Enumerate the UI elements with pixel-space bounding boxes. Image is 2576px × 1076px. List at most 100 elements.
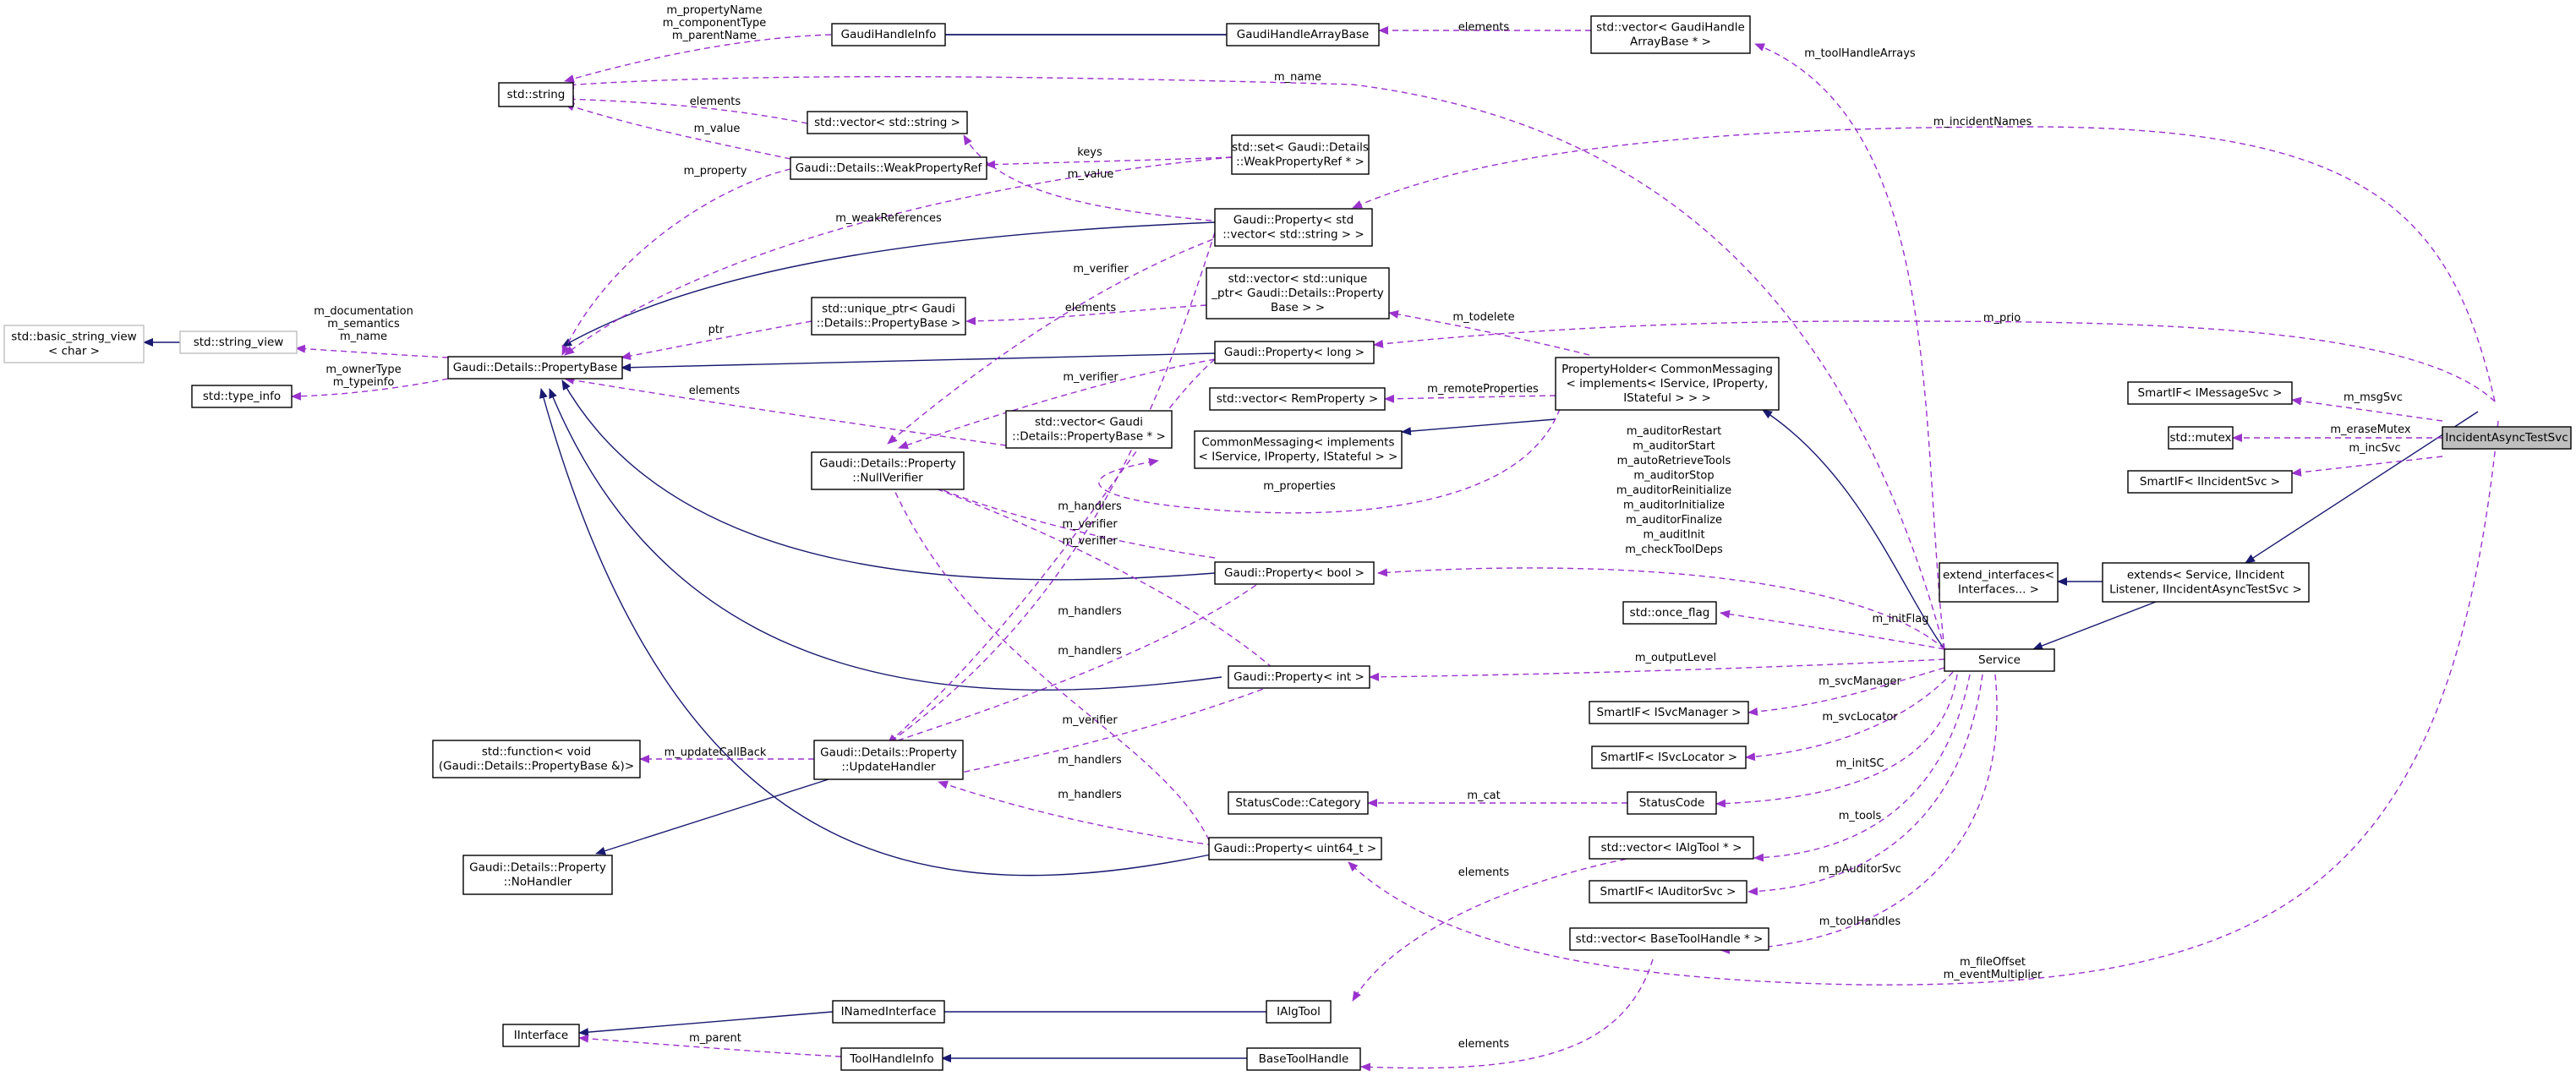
node-inamed-interface[interactable]: INamedInterface <box>832 1000 945 1024</box>
node-label-line: (Gaudi::Details::PropertyBase &)> <box>439 760 634 773</box>
node-weak-property-ref[interactable]: Gaudi::Details::WeakPropertyRef <box>790 156 987 180</box>
edge-path <box>1384 394 1556 403</box>
node-property-uint64[interactable]: Gaudi::Property< uint64_t > <box>1208 837 1382 860</box>
node-property-vector-string[interactable]: Gaudi::Property< std::vector< std::strin… <box>1214 208 1373 247</box>
node-no-handler[interactable]: Gaudi::Details::Property::NoHandler <box>462 855 613 895</box>
node-update-handler[interactable]: Gaudi::Details::Property::UpdateHandler <box>813 740 964 780</box>
edge-label-line: m_handlers <box>1058 500 1122 513</box>
node-vector-base-tool-handle[interactable]: std::vector< BaseToolHandle * > <box>1569 927 1769 951</box>
node-property-bool[interactable]: Gaudi::Property< bool > <box>1214 561 1375 585</box>
node-property-holder[interactable]: PropertyHolder< CommonMessaging< impleme… <box>1555 357 1780 411</box>
node-unique-ptr-base[interactable]: std::unique_ptr< Gaudi::Details::Propert… <box>811 297 966 336</box>
node-smartif-iincidentsvc[interactable]: SmartIF< IIncidentSvc > <box>2127 470 2293 494</box>
edge-label-line: m_updateCallBack <box>665 746 767 759</box>
label-svc-manager: m_svcManager <box>1819 675 1901 688</box>
node-status-code-category[interactable]: StatusCode::Category <box>1228 791 1369 815</box>
member-edge-vec-value <box>963 134 1233 223</box>
node-label-line: Gaudi::Details::Property <box>469 861 606 875</box>
label-output-level: m_outputLevel <box>1635 652 1716 664</box>
node-status-code[interactable]: StatusCode <box>1627 791 1717 815</box>
edge-path <box>1747 667 1945 716</box>
node-label-line: extends< Service, IIncident <box>2127 569 2284 582</box>
node-label-line: GaudiHandleInfo <box>841 28 937 41</box>
edge-label-line: m_parentName <box>672 30 757 42</box>
node-label-line: extend_interfaces< <box>1943 569 2054 582</box>
edge-path <box>938 685 1273 780</box>
node-label-line: IStateful > > > <box>1623 391 1711 405</box>
inherit-edge-extends-service <box>2245 411 2479 564</box>
edge-label-line: m_parent <box>689 1032 741 1045</box>
edge-path <box>887 358 1216 745</box>
node-vector-ialgtool[interactable]: std::vector< IAlgTool * > <box>1589 836 1754 860</box>
node-extend-interfaces-box <box>1939 562 2059 603</box>
node-once-flag[interactable]: std::once_flag <box>1622 601 1717 625</box>
node-null-verifier[interactable]: Gaudi::Details::Property::NullVerifier <box>811 451 965 490</box>
edge-path <box>1377 567 1945 650</box>
label-verifier-d: m_verifier <box>1062 535 1118 548</box>
node-once-flag-box <box>1622 601 1717 625</box>
label-svc-locator: m_svcLocator <box>1822 711 1898 724</box>
node-label-line: Gaudi::Details::Property <box>819 457 956 471</box>
node-vector-unique-ptr-box <box>1206 267 1390 320</box>
node-gaudi-handle-array-base[interactable]: GaudiHandleArrayBase <box>1226 23 1380 46</box>
node-vector-remote-property[interactable]: std::vector< RemProperty > <box>1209 387 1386 411</box>
node-std-string[interactable]: std::string <box>498 82 574 107</box>
node-vector-handle-array[interactable]: std::vector< GaudiHandleArrayBase * > <box>1590 15 1751 54</box>
edge-path <box>1762 409 1945 650</box>
edge-label-line: m_handlers <box>1058 754 1122 767</box>
node-gaudi-handle-info[interactable]: GaudiHandleInfo <box>831 23 946 46</box>
node-extend-interfaces[interactable]: extend_interfaces<Interfaces... > <box>1939 562 2059 603</box>
node-property-int[interactable]: Gaudi::Property< int > <box>1228 665 1370 689</box>
member-edge-verifier-e <box>887 474 1214 850</box>
edge-label-line: ptr <box>708 324 725 336</box>
edge-path <box>898 358 1216 450</box>
node-base-tool-handle[interactable]: BaseToolHandle <box>1246 1047 1361 1071</box>
label-incsvc: m_incSvc <box>2349 442 2400 455</box>
node-tool-handle-info[interactable]: ToolHandleInfo <box>840 1047 943 1071</box>
node-vector-unique-ptr[interactable]: std::vector< std::unique_ptr< Gaudi::Det… <box>1206 267 1390 320</box>
node-service[interactable]: Service <box>1944 648 2055 672</box>
node-property-base[interactable]: Gaudi::Details::PropertyBase <box>447 356 623 380</box>
node-std-mutex[interactable]: std::mutex <box>2168 426 2234 450</box>
edge-path <box>564 156 1233 356</box>
node-label-line: std::vector< std::unique <box>1228 272 1368 286</box>
member-edge-init-sc <box>1715 674 1958 808</box>
node-smartif-isvcmanager[interactable]: SmartIF< ISvcManager > <box>1589 701 1749 724</box>
edge-label-line: m_msgSvc <box>2344 391 2403 404</box>
node-vector-property-base-ptr[interactable]: std::vector< Gaudi::Details::PropertyBas… <box>1005 410 1173 449</box>
edge-path <box>887 232 1233 445</box>
member-edge-m-parent <box>578 1034 842 1057</box>
edge-path <box>2032 601 2157 650</box>
node-common-messaging[interactable]: CommonMessaging< implements< IService, I… <box>1194 430 1403 469</box>
node-property-long[interactable]: Gaudi::Property< long > <box>1214 341 1375 364</box>
node-string-view[interactable]: std::string_view <box>179 330 298 354</box>
node-incident-async-test-svc[interactable]: IncidentAsyncTestSvc <box>2442 426 2572 450</box>
inherit-edge-int-property <box>549 388 1222 691</box>
member-edge-keys <box>985 156 1233 169</box>
node-smartif-imessagesvc[interactable]: SmartIF< IMessageSvc > <box>2127 381 2293 405</box>
node-std-string-box <box>498 82 574 107</box>
edge-label-line: m_handlers <box>1058 789 1122 801</box>
node-smartif-iauditorsvc[interactable]: SmartIF< IAuditorSvc > <box>1589 880 1747 904</box>
node-iinterface[interactable]: IInterface <box>502 1024 580 1047</box>
member-edge-verifier-b <box>898 358 1216 450</box>
node-type-info[interactable]: std::type_info <box>191 385 293 408</box>
inherit-edge-named-interface <box>578 1011 834 1037</box>
node-ialgtool[interactable]: IAlgTool <box>1266 1000 1332 1024</box>
label-msgsvc: m_msgSvc <box>2344 391 2403 404</box>
node-smartif-isvclocator[interactable]: SmartIF< ISvcLocator > <box>1591 746 1747 769</box>
node-std-function[interactable]: std::function< void(Gaudi::Details::Prop… <box>432 740 641 778</box>
node-label-line: std::vector< Gaudi <box>1035 416 1143 429</box>
member-edge-handlers-e <box>938 780 1214 846</box>
node-set-weak-ref[interactable]: std::set< Gaudi::Details::WeakPropertyRe… <box>1231 134 1370 175</box>
node-label-line: CommonMessaging< implements <box>1201 436 1394 450</box>
edge-label-line: m_semantics <box>327 318 400 330</box>
edge-label-line: m_svcManager <box>1819 675 1901 688</box>
node-vector-std-string[interactable]: std::vector< std::string > <box>807 111 968 134</box>
edge-path <box>621 320 812 360</box>
node-basic-string-view[interactable]: std::basic_string_view< char > <box>3 325 145 363</box>
edge-path <box>1360 959 1654 1072</box>
member-edge-m-property <box>561 168 791 356</box>
